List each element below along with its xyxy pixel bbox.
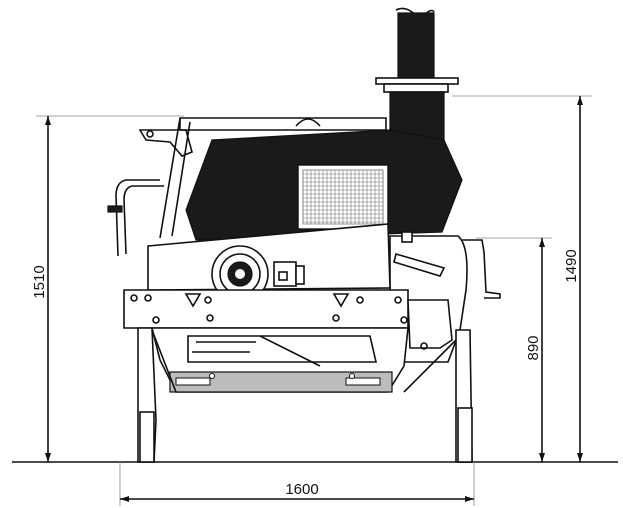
legs: [137, 327, 473, 463]
blade-guard: [147, 223, 391, 291]
base-bar: [169, 371, 393, 393]
vent-grille: [297, 164, 389, 230]
dimension-width: 1600: [119, 462, 475, 506]
grille-mesh: [302, 169, 384, 224]
dimension-total-height-label: 1510: [31, 265, 48, 298]
table-rail: [123, 289, 409, 329]
dimension-table-height: 890: [476, 237, 552, 462]
dimension-total-height: 1510: [31, 115, 184, 462]
dimension-hopper-height: 1490: [452, 95, 592, 462]
dimension-width-label: 1600: [285, 481, 318, 498]
dimension-table-height-label: 890: [525, 335, 542, 360]
switch-box: [273, 261, 305, 287]
dimension-hopper-height-label: 1490: [563, 249, 580, 282]
machine: [107, 7, 501, 463]
hand-rail: [107, 179, 164, 257]
